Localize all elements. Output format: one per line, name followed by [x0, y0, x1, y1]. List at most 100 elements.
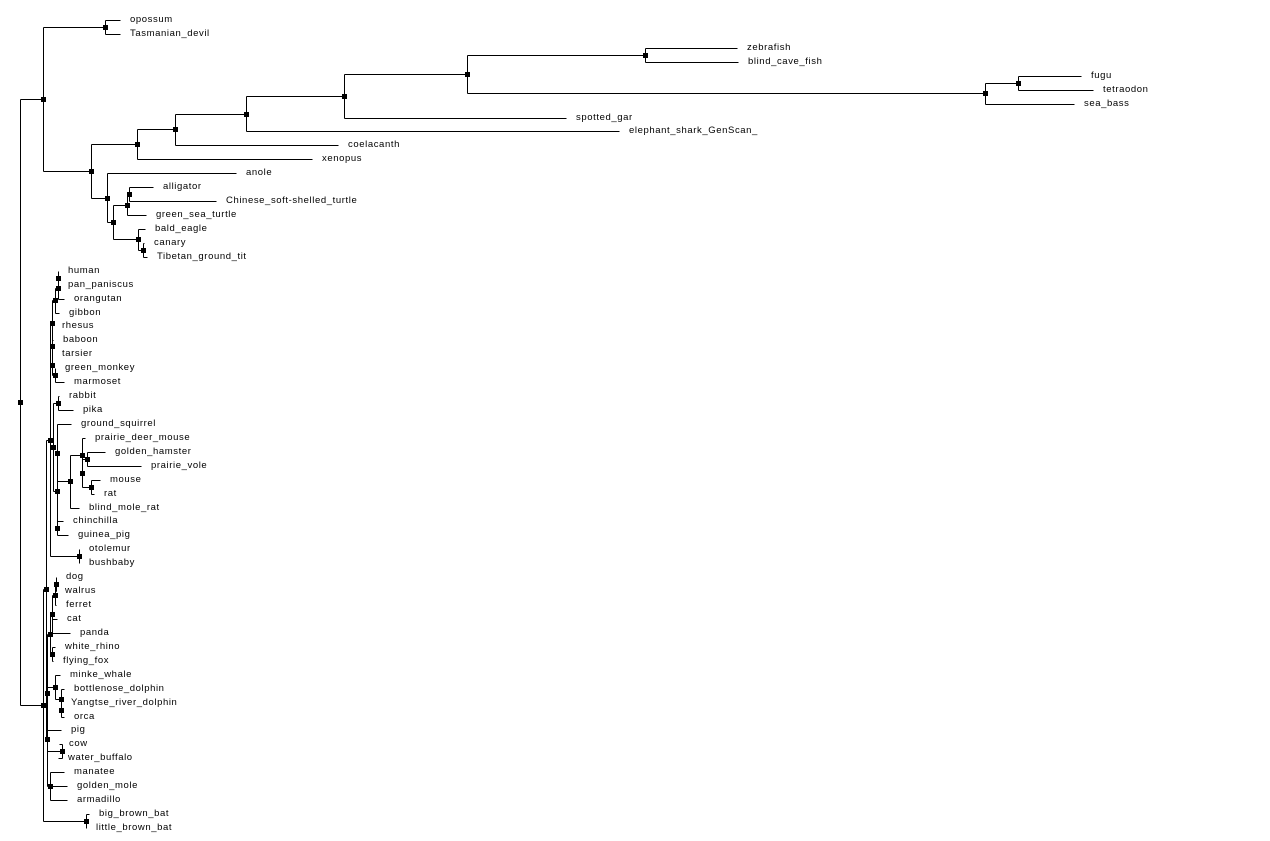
node-marker[interactable] — [53, 593, 58, 598]
leaf-label[interactable]: baboon — [63, 334, 98, 345]
leaf-label[interactable]: tetraodon — [1103, 84, 1149, 95]
node-marker[interactable] — [50, 344, 55, 349]
leaf-label[interactable]: elephant_shark_GenScan_ — [629, 125, 758, 136]
leaf-label[interactable]: mouse — [110, 474, 142, 485]
leaf-label[interactable]: walrus — [64, 585, 96, 596]
node-marker[interactable] — [48, 632, 53, 637]
leaf-label[interactable]: prairie_vole — [151, 460, 207, 471]
leaf-label[interactable]: guinea_pig — [78, 529, 131, 540]
node-marker[interactable] — [59, 708, 64, 713]
node-marker[interactable] — [141, 248, 146, 253]
leaf-label[interactable]: white_rhino — [64, 641, 120, 652]
node-marker[interactable] — [68, 479, 73, 484]
node-marker[interactable] — [41, 703, 46, 708]
leaf-label[interactable]: manatee — [74, 766, 115, 777]
leaf-label[interactable]: prairie_deer_mouse — [95, 432, 190, 443]
leaf-label[interactable]: marmoset — [74, 376, 121, 387]
node-marker[interactable] — [1016, 81, 1021, 86]
node-marker[interactable] — [44, 587, 49, 592]
leaf-label[interactable]: little_brown_bat — [96, 822, 172, 833]
leaf-label[interactable]: panda — [80, 627, 110, 638]
leaf-label[interactable]: human — [68, 265, 100, 276]
leaf-label[interactable]: dog — [66, 571, 84, 582]
leaf-label[interactable]: orangutan — [74, 293, 122, 304]
node-marker[interactable] — [53, 298, 58, 303]
leaf-label[interactable]: water_buffalo — [67, 752, 133, 763]
leaf-label[interactable]: Tibetan_ground_tit — [157, 251, 247, 262]
node-marker[interactable] — [84, 819, 89, 824]
node-marker[interactable] — [77, 554, 82, 559]
node-marker[interactable] — [85, 457, 90, 462]
node-marker[interactable] — [89, 485, 94, 490]
leaf-label[interactable]: zebrafish — [747, 42, 791, 53]
node-marker[interactable] — [125, 203, 130, 208]
leaf-label[interactable]: rat — [104, 488, 117, 499]
leaf-label[interactable]: alligator — [163, 181, 202, 192]
leaf-label[interactable]: green_monkey — [65, 362, 135, 373]
leaf-label[interactable]: xenopus — [322, 153, 362, 164]
node-marker[interactable] — [54, 582, 59, 587]
node-marker[interactable] — [80, 471, 85, 476]
node-marker[interactable] — [55, 489, 60, 494]
node-marker[interactable] — [342, 94, 347, 99]
leaf-label[interactable]: fugu — [1091, 70, 1112, 81]
node-marker[interactable] — [59, 697, 64, 702]
leaf-label[interactable]: minke_whale — [70, 669, 132, 680]
node-marker[interactable] — [45, 691, 50, 696]
leaf-label[interactable]: ferret — [66, 599, 92, 610]
leaf-label[interactable]: sea_bass — [1084, 98, 1129, 109]
node-marker[interactable] — [111, 220, 116, 225]
node-marker[interactable] — [643, 53, 648, 58]
leaf-label[interactable]: orca — [74, 711, 95, 722]
leaf-label[interactable]: armadillo — [77, 794, 121, 805]
leaf-label[interactable]: blind_cave_fish — [748, 56, 823, 67]
node-marker[interactable] — [50, 652, 55, 657]
node-marker[interactable] — [50, 321, 55, 326]
leaf-label[interactable]: otolemur — [89, 543, 131, 554]
node-marker[interactable] — [55, 526, 60, 531]
leaf-label[interactable]: big_brown_bat — [99, 808, 169, 819]
leaf-label[interactable]: Tasmanian_devil — [130, 28, 210, 39]
leaf-label[interactable]: spotted_gar — [576, 112, 633, 123]
leaf-label[interactable]: canary — [154, 237, 186, 248]
node-marker[interactable] — [55, 451, 60, 456]
node-marker[interactable] — [53, 685, 58, 690]
node-marker[interactable] — [53, 373, 58, 378]
node-marker[interactable] — [136, 237, 141, 242]
node-marker[interactable] — [105, 196, 110, 201]
leaf-label[interactable]: bald_eagle — [155, 223, 208, 234]
node-marker[interactable] — [173, 127, 178, 132]
node-marker[interactable] — [135, 142, 140, 147]
node-marker[interactable] — [60, 749, 65, 754]
leaf-label[interactable]: cat — [67, 613, 81, 624]
node-marker[interactable] — [56, 276, 61, 281]
node-marker[interactable] — [41, 97, 46, 102]
node-marker[interactable] — [465, 72, 470, 77]
leaf-label[interactable]: blind_mole_rat — [89, 502, 160, 513]
leaf-label[interactable]: pig — [71, 724, 85, 735]
node-marker[interactable] — [51, 445, 56, 450]
leaf-label[interactable]: Yangtse_river_dolphin — [71, 697, 177, 708]
leaf-label[interactable]: rabbit — [69, 390, 96, 401]
node-marker[interactable] — [127, 192, 132, 197]
leaf-label[interactable]: chinchilla — [73, 515, 118, 526]
node-marker[interactable] — [80, 453, 85, 458]
node-marker[interactable] — [48, 438, 53, 443]
leaf-label[interactable]: rhesus — [62, 320, 94, 331]
node-marker[interactable] — [48, 784, 53, 789]
leaf-label[interactable]: bottlenose_dolphin — [74, 683, 165, 694]
leaf-label[interactable]: gibbon — [69, 307, 101, 318]
leaf-label[interactable]: Chinese_soft-shelled_turtle — [226, 195, 357, 206]
node-marker[interactable] — [983, 91, 988, 96]
node-marker[interactable] — [18, 400, 23, 405]
leaf-label[interactable]: cow — [69, 738, 88, 749]
node-marker[interactable] — [45, 737, 50, 742]
leaf-label[interactable]: flying_fox — [63, 655, 109, 666]
leaf-label[interactable]: anole — [246, 167, 272, 178]
node-marker[interactable] — [50, 612, 55, 617]
node-marker[interactable] — [56, 286, 61, 291]
node-marker[interactable] — [103, 25, 108, 30]
node-marker[interactable] — [244, 112, 249, 117]
leaf-label[interactable]: opossum — [130, 14, 173, 25]
leaf-label[interactable]: golden_mole — [77, 780, 138, 791]
